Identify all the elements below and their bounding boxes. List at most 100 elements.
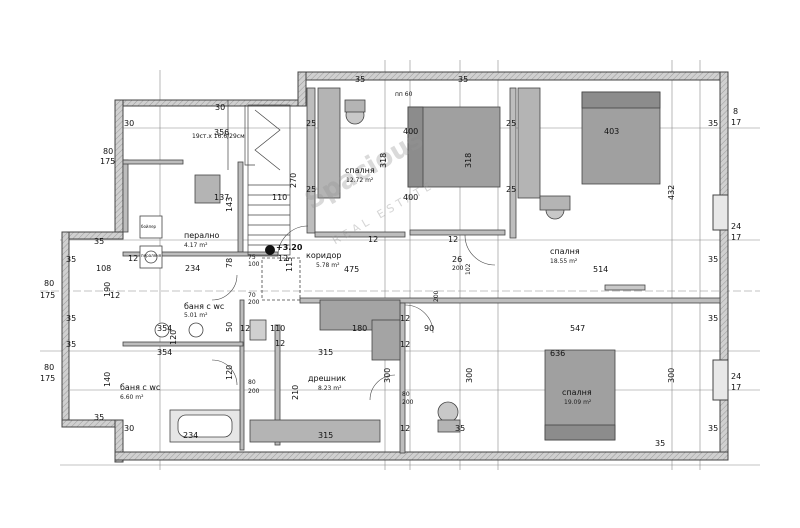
room-name-wardrobe: дрешник xyxy=(308,374,347,383)
dim-label: 30 xyxy=(124,119,135,128)
dim-label: 8 xyxy=(733,107,739,116)
dim-label: 110 xyxy=(272,193,288,202)
room-area-bath-bottom: 6.60 m² xyxy=(120,394,144,401)
hatch-opening xyxy=(261,257,301,301)
dim-label: 12 xyxy=(400,340,411,349)
dim-label: 12 xyxy=(400,424,411,433)
dim-label: 200 xyxy=(248,299,260,306)
dim-label: 50 xyxy=(225,321,234,332)
dim-label: 300 xyxy=(667,367,676,383)
dim-label: 12 xyxy=(128,254,139,263)
room-name-bedroom-bottom: спалня xyxy=(562,388,592,397)
level-marker-icon xyxy=(265,245,275,255)
dim-label: 400 xyxy=(403,193,419,202)
dim-label: 547 xyxy=(570,324,586,333)
dim-label: 400 xyxy=(403,127,419,136)
dim-label: 35 xyxy=(94,237,105,246)
dim-label: 514 xyxy=(593,265,609,274)
dim-label: 175 xyxy=(100,157,116,166)
dim-label: 270 xyxy=(289,172,298,188)
dim-label: 210 xyxy=(291,384,300,400)
dim-label: 200 xyxy=(433,290,440,302)
dim-label: 403 xyxy=(604,127,620,136)
room-area-bedroom-top: 12.72 m² xyxy=(346,177,374,184)
furniture xyxy=(139,87,661,443)
dim-label: 300 xyxy=(465,367,474,383)
level-label: +3.20 xyxy=(276,243,303,252)
dim-label: 17 xyxy=(731,118,742,127)
room-area-bedroom-right: 18.55 m² xyxy=(550,258,578,265)
dim-label: 120 xyxy=(225,364,234,380)
stair-note: 19ст.х 16.6/29см xyxy=(192,133,245,140)
dim-label: 35 xyxy=(708,424,719,433)
dim-label: 432 xyxy=(667,184,676,200)
dim-label: 180 xyxy=(352,324,368,333)
dim-label: 190 xyxy=(103,281,112,297)
room-area-bedroom-bottom: 19.09 m² xyxy=(564,399,592,406)
dim-label: 26 xyxy=(452,255,463,264)
wardrobe-top xyxy=(317,87,341,199)
dim-label: 12 xyxy=(240,324,251,333)
dim-label: 234 xyxy=(185,264,201,273)
heater-label: бойлер xyxy=(141,224,157,229)
dim-label: 35 xyxy=(66,314,77,323)
dim-label: 24 xyxy=(731,372,742,381)
dim-label: 80 xyxy=(248,379,256,386)
dim-label: 35 xyxy=(66,340,77,349)
dim-label: 300 xyxy=(383,367,392,383)
dim-label: 78 xyxy=(225,257,234,268)
room-area-wardrobe: 8.23 m² xyxy=(318,385,342,392)
dim-label: 35 xyxy=(458,75,469,84)
dim-label: 475 xyxy=(344,265,360,274)
wardrobe-right xyxy=(517,87,541,199)
dim-label: 636 xyxy=(550,349,566,358)
doors xyxy=(211,225,496,401)
dim-label: 80 xyxy=(402,391,410,398)
dim-label: 137 xyxy=(214,193,230,202)
dim-label: 102 xyxy=(465,263,472,275)
dim-label: 200 xyxy=(452,265,464,272)
room-area-corridor: 5.78 m² xyxy=(316,262,340,269)
room-name-bedroom-top: спалня xyxy=(345,166,375,175)
water-heater xyxy=(139,215,163,239)
dim-label: 108 xyxy=(96,264,112,273)
dim-label: 143 xyxy=(225,196,234,212)
dim-label: 35 xyxy=(708,314,719,323)
dim-label: 80 xyxy=(44,279,55,288)
dim-label: 30 xyxy=(215,103,226,112)
dim-label: 35 xyxy=(94,413,105,422)
dim-label: 120 xyxy=(169,329,178,345)
dim-label: 318 xyxy=(464,152,473,168)
washer xyxy=(139,245,163,269)
dim-label: 12 xyxy=(400,314,411,323)
dim-label: 318 xyxy=(379,152,388,168)
dim-label: 175 xyxy=(40,291,56,300)
dim-label: 75 xyxy=(248,254,256,261)
dim-label: 90 xyxy=(424,324,435,333)
room-name-bedroom-right: спалня xyxy=(550,247,580,256)
dim-label: 24 xyxy=(731,222,742,231)
dim-label: 25 xyxy=(506,119,517,128)
dim-label: 35 xyxy=(708,255,719,264)
window-note-top: пп 60 xyxy=(395,91,413,98)
dim-label: 110 xyxy=(270,324,286,333)
staircase xyxy=(227,100,291,256)
dim-label: 115 xyxy=(285,256,294,272)
dim-label: 70 xyxy=(248,292,256,299)
dim-label: 12 xyxy=(110,291,121,300)
room-name-corridor: коридор xyxy=(306,251,342,260)
room-name-laundry: перално xyxy=(184,231,220,240)
dim-label: 35 xyxy=(655,439,666,448)
dim-label: 35 xyxy=(66,255,77,264)
dim-label: 354 xyxy=(157,348,173,357)
room-area-bath-top: 5.01 m² xyxy=(184,312,208,319)
dim-label: 200 xyxy=(402,399,414,406)
dim-label: 25 xyxy=(306,185,317,194)
washer-label: пераляня xyxy=(141,253,162,258)
dim-label: 30 xyxy=(124,424,135,433)
interior-walls xyxy=(122,87,721,454)
dim-label: 12 xyxy=(275,339,286,348)
dim-label: 200 xyxy=(248,388,260,395)
dim-label: 12 xyxy=(448,235,459,244)
dim-label: 17 xyxy=(731,383,742,392)
